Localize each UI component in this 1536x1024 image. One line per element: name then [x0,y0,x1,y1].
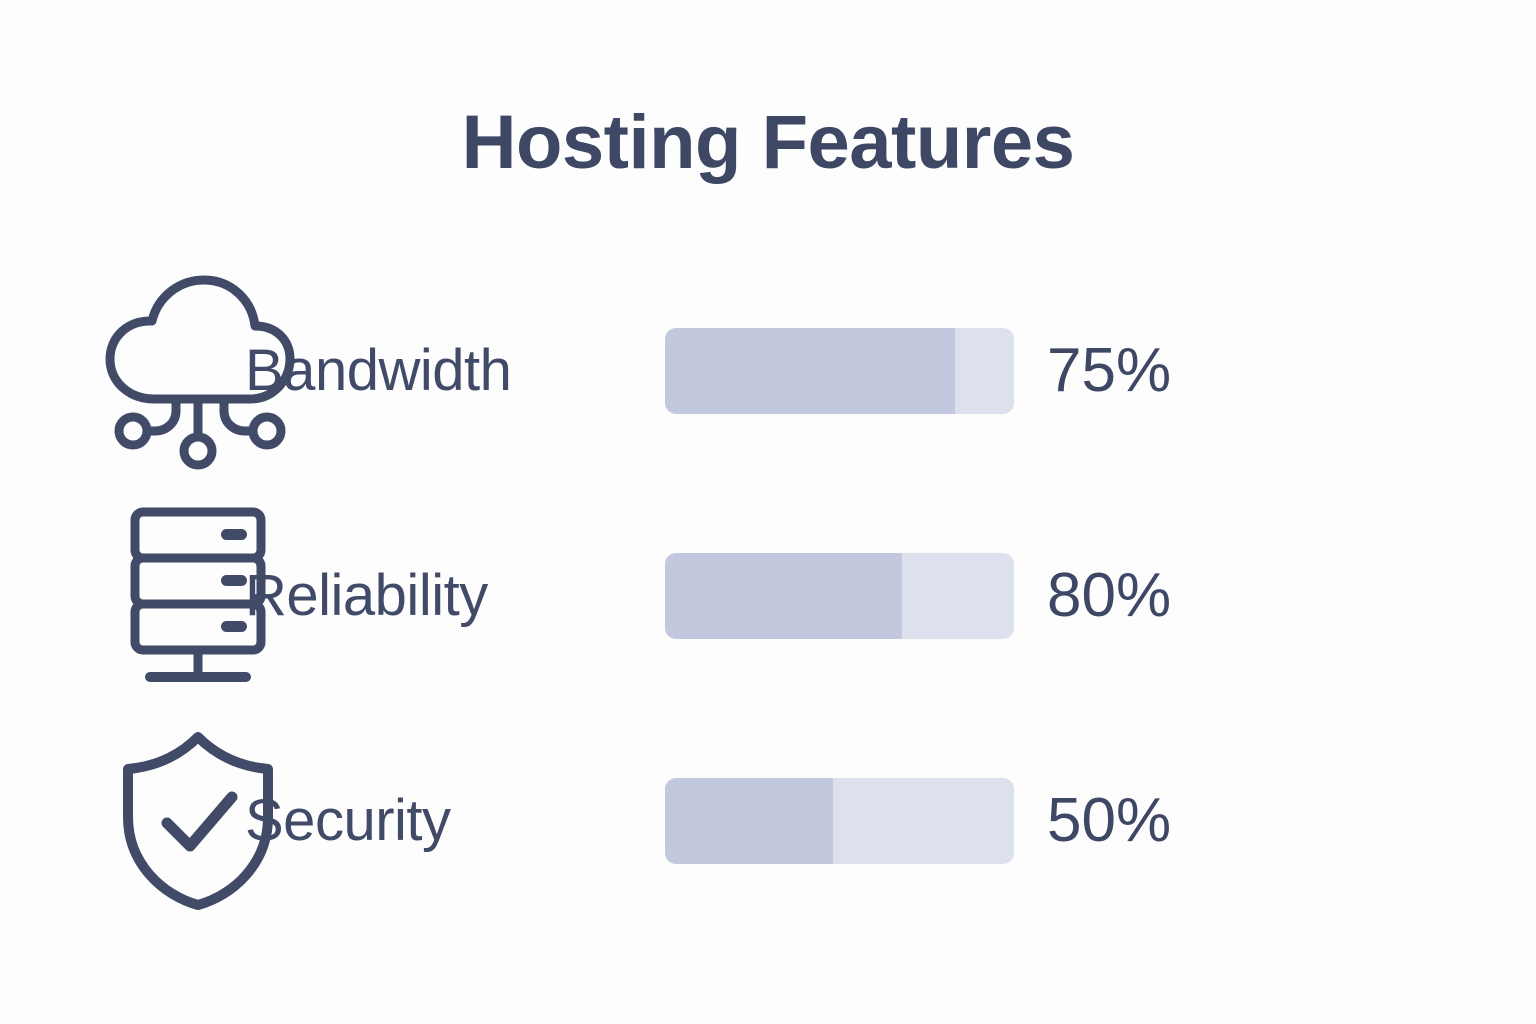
feature-list: Bandwidth 75% [0,258,1536,933]
feature-bar-cell [665,552,1015,639]
feature-percent: 75% [1047,335,1172,405]
feature-icon-cell [0,271,294,471]
progress-bar-track [665,552,1014,639]
feature-label: Reliability [245,562,488,628]
feature-icon-cell [0,506,265,686]
progress-bar-track [665,777,1014,864]
progress-bar-fill [665,327,955,414]
feature-row: Security 50% [0,708,1536,933]
feature-label: Bandwidth [245,337,512,403]
feature-percent: 80% [1047,560,1172,630]
progress-bar-fill [665,552,903,639]
progress-bar-fill [665,777,833,864]
feature-bar-cell [665,777,1015,864]
feature-icon-cell [0,729,273,913]
page-title: Hosting Features [461,100,1075,185]
feature-percent: 50% [1047,785,1172,855]
feature-label: Security [245,787,451,853]
feature-row: Reliability 80% [0,483,1536,708]
shield-check-icon [118,729,278,913]
feature-bar-cell [665,327,1015,414]
server-rack-icon [117,506,279,686]
feature-row: Bandwidth 75% [0,258,1536,483]
cloud-network-icon [100,271,296,471]
progress-bar-track [665,327,1014,414]
